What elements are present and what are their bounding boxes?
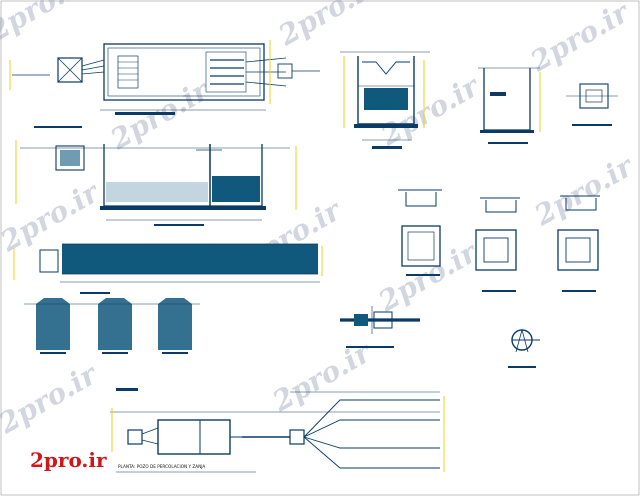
percolation-trench-plan: PLANTA: POZO DE PERCOLACION Y ZANJA bbox=[110, 388, 445, 473]
trench-profile bbox=[13, 243, 323, 294]
small-box-section-detail bbox=[478, 67, 541, 144]
watermark: 2pro.ir bbox=[528, 149, 640, 233]
septic-tank-plan bbox=[9, 40, 320, 115]
watermark: 2pro.ir bbox=[0, 0, 94, 49]
watermark: 2pro.ir bbox=[272, 0, 384, 53]
watermark: 2pro.ir bbox=[524, 0, 636, 79]
well-section-detail bbox=[340, 51, 430, 149]
pipe-joint-detail bbox=[340, 306, 420, 348]
watermark-layer: 2pro.ir 2pro.ir 2pro.ir 2pro.ir 2pro.ir … bbox=[0, 0, 640, 441]
box-detail-set bbox=[398, 189, 600, 292]
watermark: 2pro.ir bbox=[372, 235, 484, 319]
watermark: 2pro.ir bbox=[0, 357, 104, 441]
bottom-plan-title: PLANTA: POZO DE PERCOLACION Y ZANJA bbox=[118, 464, 205, 469]
cover-plan-detail bbox=[566, 83, 618, 126]
gravel-filter-sections bbox=[24, 298, 200, 354]
brand-logo: 2pro.ir bbox=[30, 448, 107, 472]
longitudinal-section bbox=[15, 126, 297, 226]
clamp-detail bbox=[508, 329, 540, 368]
